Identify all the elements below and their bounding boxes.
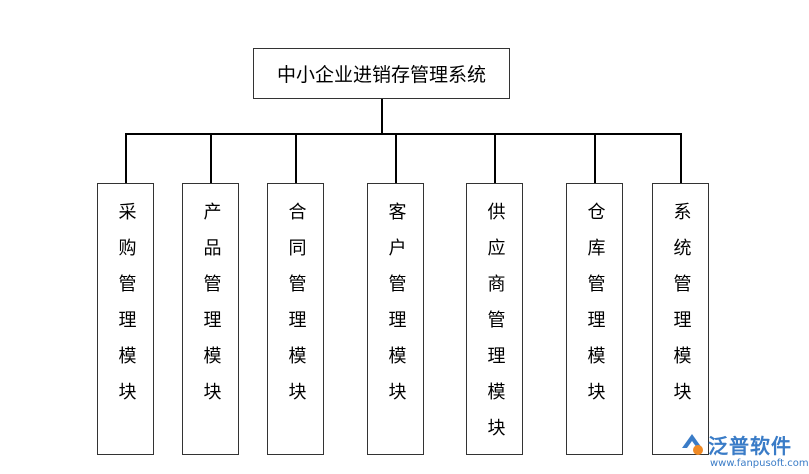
module-node-suppliers: 供应商管理模块 — [466, 183, 523, 455]
module-label: 系统管理模块 — [670, 202, 692, 418]
module-connector-line — [680, 134, 682, 183]
module-connector-line — [295, 134, 297, 183]
module-connector-line — [395, 134, 397, 183]
watermark-url: www.fanpusoft.com — [710, 458, 809, 469]
root-stem-line — [381, 99, 383, 134]
fanpu-logo-icon — [682, 434, 703, 455]
module-label: 客户管理模块 — [385, 202, 407, 418]
module-label: 采购管理模块 — [115, 202, 137, 418]
module-connector-line — [210, 134, 212, 183]
watermark-brand: 泛普软件 — [708, 434, 792, 458]
module-label: 产品管理模块 — [200, 202, 222, 418]
module-node-purchasing: 采购管理模块 — [97, 183, 154, 455]
root-node: 中小企业进销存管理系统 — [253, 48, 510, 99]
module-label: 仓库管理模块 — [584, 202, 606, 418]
module-node-contracts: 合同管理模块 — [267, 183, 324, 455]
module-label: 供应商管理模块 — [484, 202, 506, 454]
module-label: 合同管理模块 — [285, 202, 307, 418]
horizontal-bus-line — [125, 133, 682, 135]
module-connector-line — [125, 134, 127, 183]
root-node-label: 中小企业进销存管理系统 — [276, 64, 486, 86]
module-connector-line — [594, 134, 596, 183]
module-connector-line — [494, 134, 496, 183]
module-node-warehouse: 仓库管理模块 — [566, 183, 623, 455]
module-node-system: 系统管理模块 — [652, 183, 709, 455]
module-node-customers: 客户管理模块 — [367, 183, 424, 455]
module-node-products: 产品管理模块 — [182, 183, 239, 455]
watermark-logo: 泛普软件 www.fanpusoft.com — [676, 428, 809, 472]
